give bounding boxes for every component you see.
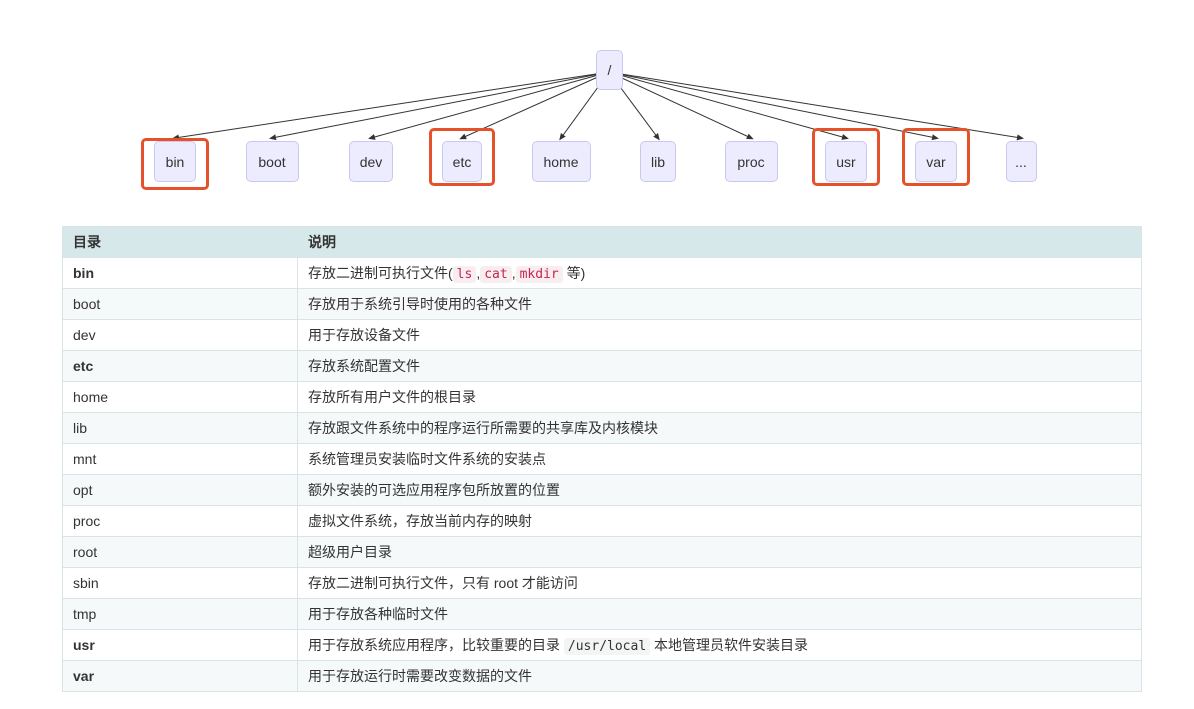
description-cell: 用于存放系统应用程序，比较重要的目录 /usr/local 本地管理员软件安装目… <box>297 629 1142 661</box>
description-text: 存放跟文件系统中的程序运行所需要的共享库及内核模块 <box>308 420 658 436</box>
tree-edge-boot <box>269 71 610 141</box>
directory-cell: opt <box>62 474 298 506</box>
description-text: 超级用户目录 <box>308 544 392 560</box>
directory-cell: tmp <box>62 598 298 630</box>
description-cell: 额外安装的可选应用程序包所放置的位置 <box>297 474 1142 506</box>
directory-cell: sbin <box>62 567 298 599</box>
tree-edge-ellipsisellipsisellipsis <box>608 71 1024 141</box>
table-header-row: 目录 说明 <box>62 226 1142 258</box>
tree-edge-usr <box>608 71 849 140</box>
table-row: var 用于存放运行时需要改变数据的文件 <box>62 660 1142 692</box>
description-text: 系统管理员安装临时文件系统的安装点 <box>308 451 546 467</box>
description-text: 存放二进制可执行文件( <box>308 265 453 281</box>
tree-root-node: / <box>596 50 623 90</box>
highlight-frame <box>429 128 495 186</box>
description-text: 额外安装的可选应用程序包所放置的位置 <box>308 482 560 498</box>
description-text: , <box>511 265 516 281</box>
table-row: proc 虚拟文件系统，存放当前内存的映射 <box>62 505 1142 537</box>
directory-cell: bin <box>62 257 298 289</box>
directory-cell: home <box>62 381 298 413</box>
highlight-frame <box>812 128 880 186</box>
directory-cell: lib <box>62 412 298 444</box>
description-text: 用于存放运行时需要改变数据的文件 <box>308 668 532 684</box>
highlight-frame <box>902 128 970 186</box>
column-header-description: 说明 <box>297 226 1142 258</box>
description-text: 等) <box>562 265 586 281</box>
tree-edge-bin <box>172 71 610 141</box>
table-row: etc 存放系统配置文件 <box>62 350 1142 382</box>
description-text: , <box>476 265 481 281</box>
table-row: root 超级用户目录 <box>62 536 1142 568</box>
description-cell: 用于存放设备文件 <box>297 319 1142 351</box>
directory-cell: etc <box>62 350 298 382</box>
table-row: tmp 用于存放各种临时文件 <box>62 598 1142 630</box>
description-text: 用于存放各种临时文件 <box>308 606 448 622</box>
tree-edge-proc <box>608 71 754 140</box>
column-header-directory: 目录 <box>62 226 298 258</box>
description-text: 虚拟文件系统，存放当前内存的映射 <box>308 513 532 529</box>
tree-node: home <box>531 141 591 182</box>
tree-node: bin <box>154 141 196 182</box>
tree-node: usr <box>825 141 867 182</box>
description-text: 存放用于系统引导时使用的各种文件 <box>308 296 532 312</box>
tree-node: boot <box>245 141 299 182</box>
table-row: dev 用于存放设备文件 <box>62 319 1142 351</box>
description-text: 存放系统配置文件 <box>308 358 420 374</box>
description-cell: 用于存放运行时需要改变数据的文件 <box>297 660 1142 692</box>
table-row: mnt 系统管理员安装临时文件系统的安装点 <box>62 443 1142 475</box>
table-row: home 存放所有用户文件的根目录 <box>62 381 1142 413</box>
description-cell: 用于存放各种临时文件 <box>297 598 1142 630</box>
directory-cell: dev <box>62 319 298 351</box>
tree-node: lib <box>640 141 676 182</box>
description-text: 存放二进制可执行文件，只有 root 才能访问 <box>308 575 578 591</box>
table-row: boot 存放用于系统引导时使用的各种文件 <box>62 288 1142 320</box>
inline-code: cat <box>480 266 512 283</box>
description-text: 用于存放设备文件 <box>308 327 420 343</box>
inline-code: /usr/local <box>563 638 651 655</box>
highlight-frame <box>141 138 209 190</box>
directory-cell: var <box>62 660 298 692</box>
tree-edge-var <box>608 71 939 141</box>
directory-cell: usr <box>62 629 298 661</box>
table-row: lib 存放跟文件系统中的程序运行所需要的共享库及内核模块 <box>62 412 1142 444</box>
table-row: opt 额外安装的可选应用程序包所放置的位置 <box>62 474 1142 506</box>
description-cell: 存放所有用户文件的根目录 <box>297 381 1142 413</box>
description-cell: 超级用户目录 <box>297 536 1142 568</box>
description-cell: 存放二进制可执行文件，只有 root 才能访问 <box>297 567 1142 599</box>
directory-tree-diagram: / bin boot dev etc home lib proc usr var... <box>0 0 1194 200</box>
description-cell: 存放跟文件系统中的程序运行所需要的共享库及内核模块 <box>297 412 1142 444</box>
description-cell: 存放二进制可执行文件(ls,cat,mkdir 等) <box>297 257 1142 289</box>
description-text: 本地管理员软件安装目录 <box>650 637 809 653</box>
tree-node: ... <box>1005 141 1037 182</box>
directory-cell: mnt <box>62 443 298 475</box>
tree-node: etc <box>442 141 482 182</box>
tree-node: var <box>915 141 957 182</box>
tree-edge-dev <box>368 71 610 140</box>
description-cell: 存放系统配置文件 <box>297 350 1142 382</box>
description-cell: 虚拟文件系统，存放当前内存的映射 <box>297 505 1142 537</box>
description-cell: 系统管理员安装临时文件系统的安装点 <box>297 443 1142 475</box>
inline-code: ls <box>452 266 477 283</box>
inline-code: mkdir <box>515 266 563 283</box>
directory-cell: root <box>62 536 298 568</box>
description-text: 用于存放系统应用程序，比较重要的目录 <box>308 637 564 653</box>
description-text: 存放所有用户文件的根目录 <box>308 389 476 405</box>
tree-edge-etc <box>459 71 610 140</box>
table-row: sbin 存放二进制可执行文件，只有 root 才能访问 <box>62 567 1142 599</box>
tree-node: dev <box>349 141 393 182</box>
tree-node: proc <box>724 141 778 182</box>
description-cell: 存放用于系统引导时使用的各种文件 <box>297 288 1142 320</box>
directory-cell: boot <box>62 288 298 320</box>
directory-cell: proc <box>62 505 298 537</box>
